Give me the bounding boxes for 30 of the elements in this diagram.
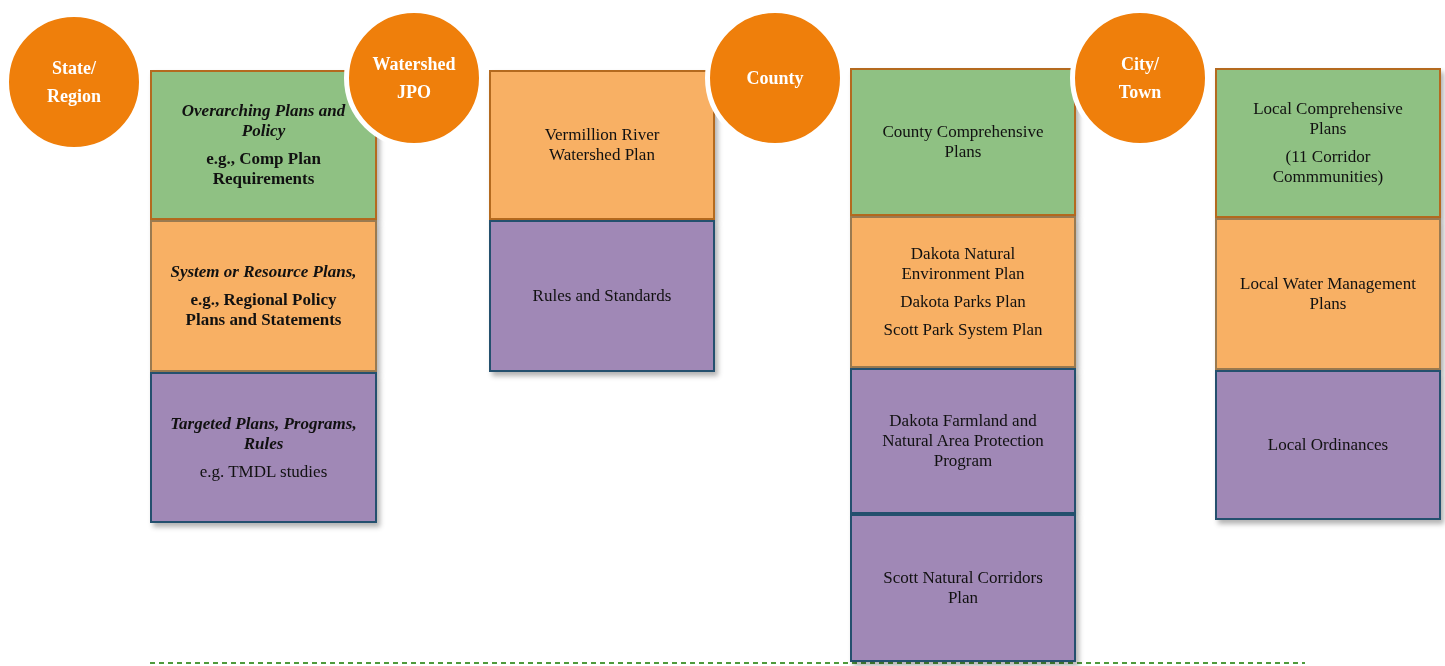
- plan-box: [489, 70, 715, 220]
- plan-text: County Comprehensive Plans: [881, 122, 1045, 162]
- plan-text: Vermillion River Watershed Plan: [543, 125, 661, 165]
- plan-text: (11 Corridor Commmunities): [1271, 147, 1385, 187]
- plan-box: [150, 372, 377, 523]
- plan-box: [1215, 68, 1441, 218]
- plan-box: [850, 68, 1076, 216]
- plan-text: Scott Park System Plan: [883, 320, 1043, 340]
- plan-box: [1215, 218, 1441, 370]
- plan-text: Local Ordinances: [1267, 435, 1389, 455]
- plan-text: System or Resource Plans,: [170, 262, 357, 282]
- plan-text: Local Comprehensive Plans: [1252, 99, 1404, 139]
- plan-box: [150, 70, 377, 220]
- plan-text: Local Water Management Plans: [1239, 274, 1417, 314]
- plan-box: [850, 216, 1076, 368]
- plan-box: [850, 368, 1076, 514]
- plan-text: Dakota Farmland and Natural Area Protection Program: [881, 411, 1045, 471]
- plan-text: e.g., Regional Policy Plans and Statements: [184, 290, 343, 330]
- plan-text: Targeted Plans, Programs, Rules: [170, 413, 357, 454]
- plan-text: e.g. TMDL studies: [199, 461, 328, 482]
- plan-text: Scott Natural Corridors Plan: [882, 568, 1044, 608]
- plan-box: [850, 514, 1076, 662]
- plan-box: [1215, 370, 1441, 520]
- plan-text: Overarching Plans and Policy: [180, 101, 347, 141]
- plan-text: Dakota Natural Environment Plan: [900, 244, 1026, 284]
- plan-box: [150, 220, 377, 372]
- plan-text: Dakota Parks Plan: [900, 292, 1026, 312]
- plan-box: [489, 220, 715, 372]
- plan-text: Rules and Standards: [532, 286, 672, 306]
- plan-text: e.g., Comp Plan Requirements: [205, 149, 322, 189]
